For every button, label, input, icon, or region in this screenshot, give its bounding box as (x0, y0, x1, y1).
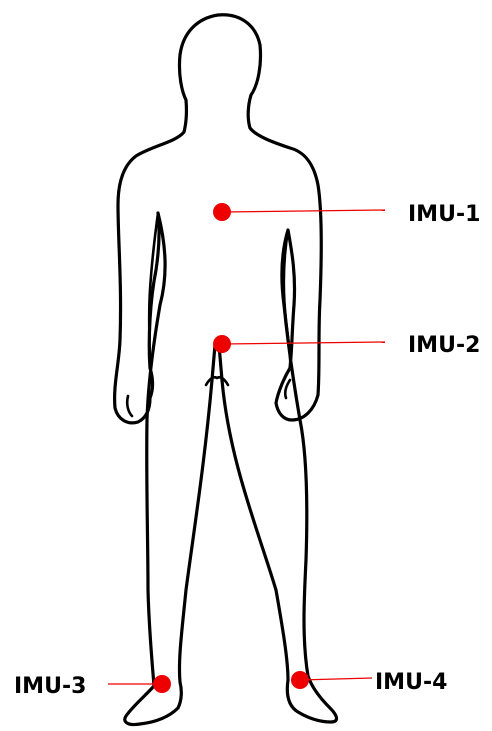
imu-2-label: IMU-2 (408, 333, 480, 358)
imu-2-marker (213, 335, 231, 353)
imu-1-marker (213, 203, 231, 221)
body-outline (115, 15, 337, 725)
imu-3-marker (153, 675, 171, 693)
imu-4-marker (291, 671, 309, 689)
imu-1-label: IMU-1 (408, 202, 480, 227)
imu-4-label: IMU-4 (375, 670, 447, 695)
imu-3-label: IMU-3 (14, 674, 86, 699)
human-figure (115, 15, 337, 725)
